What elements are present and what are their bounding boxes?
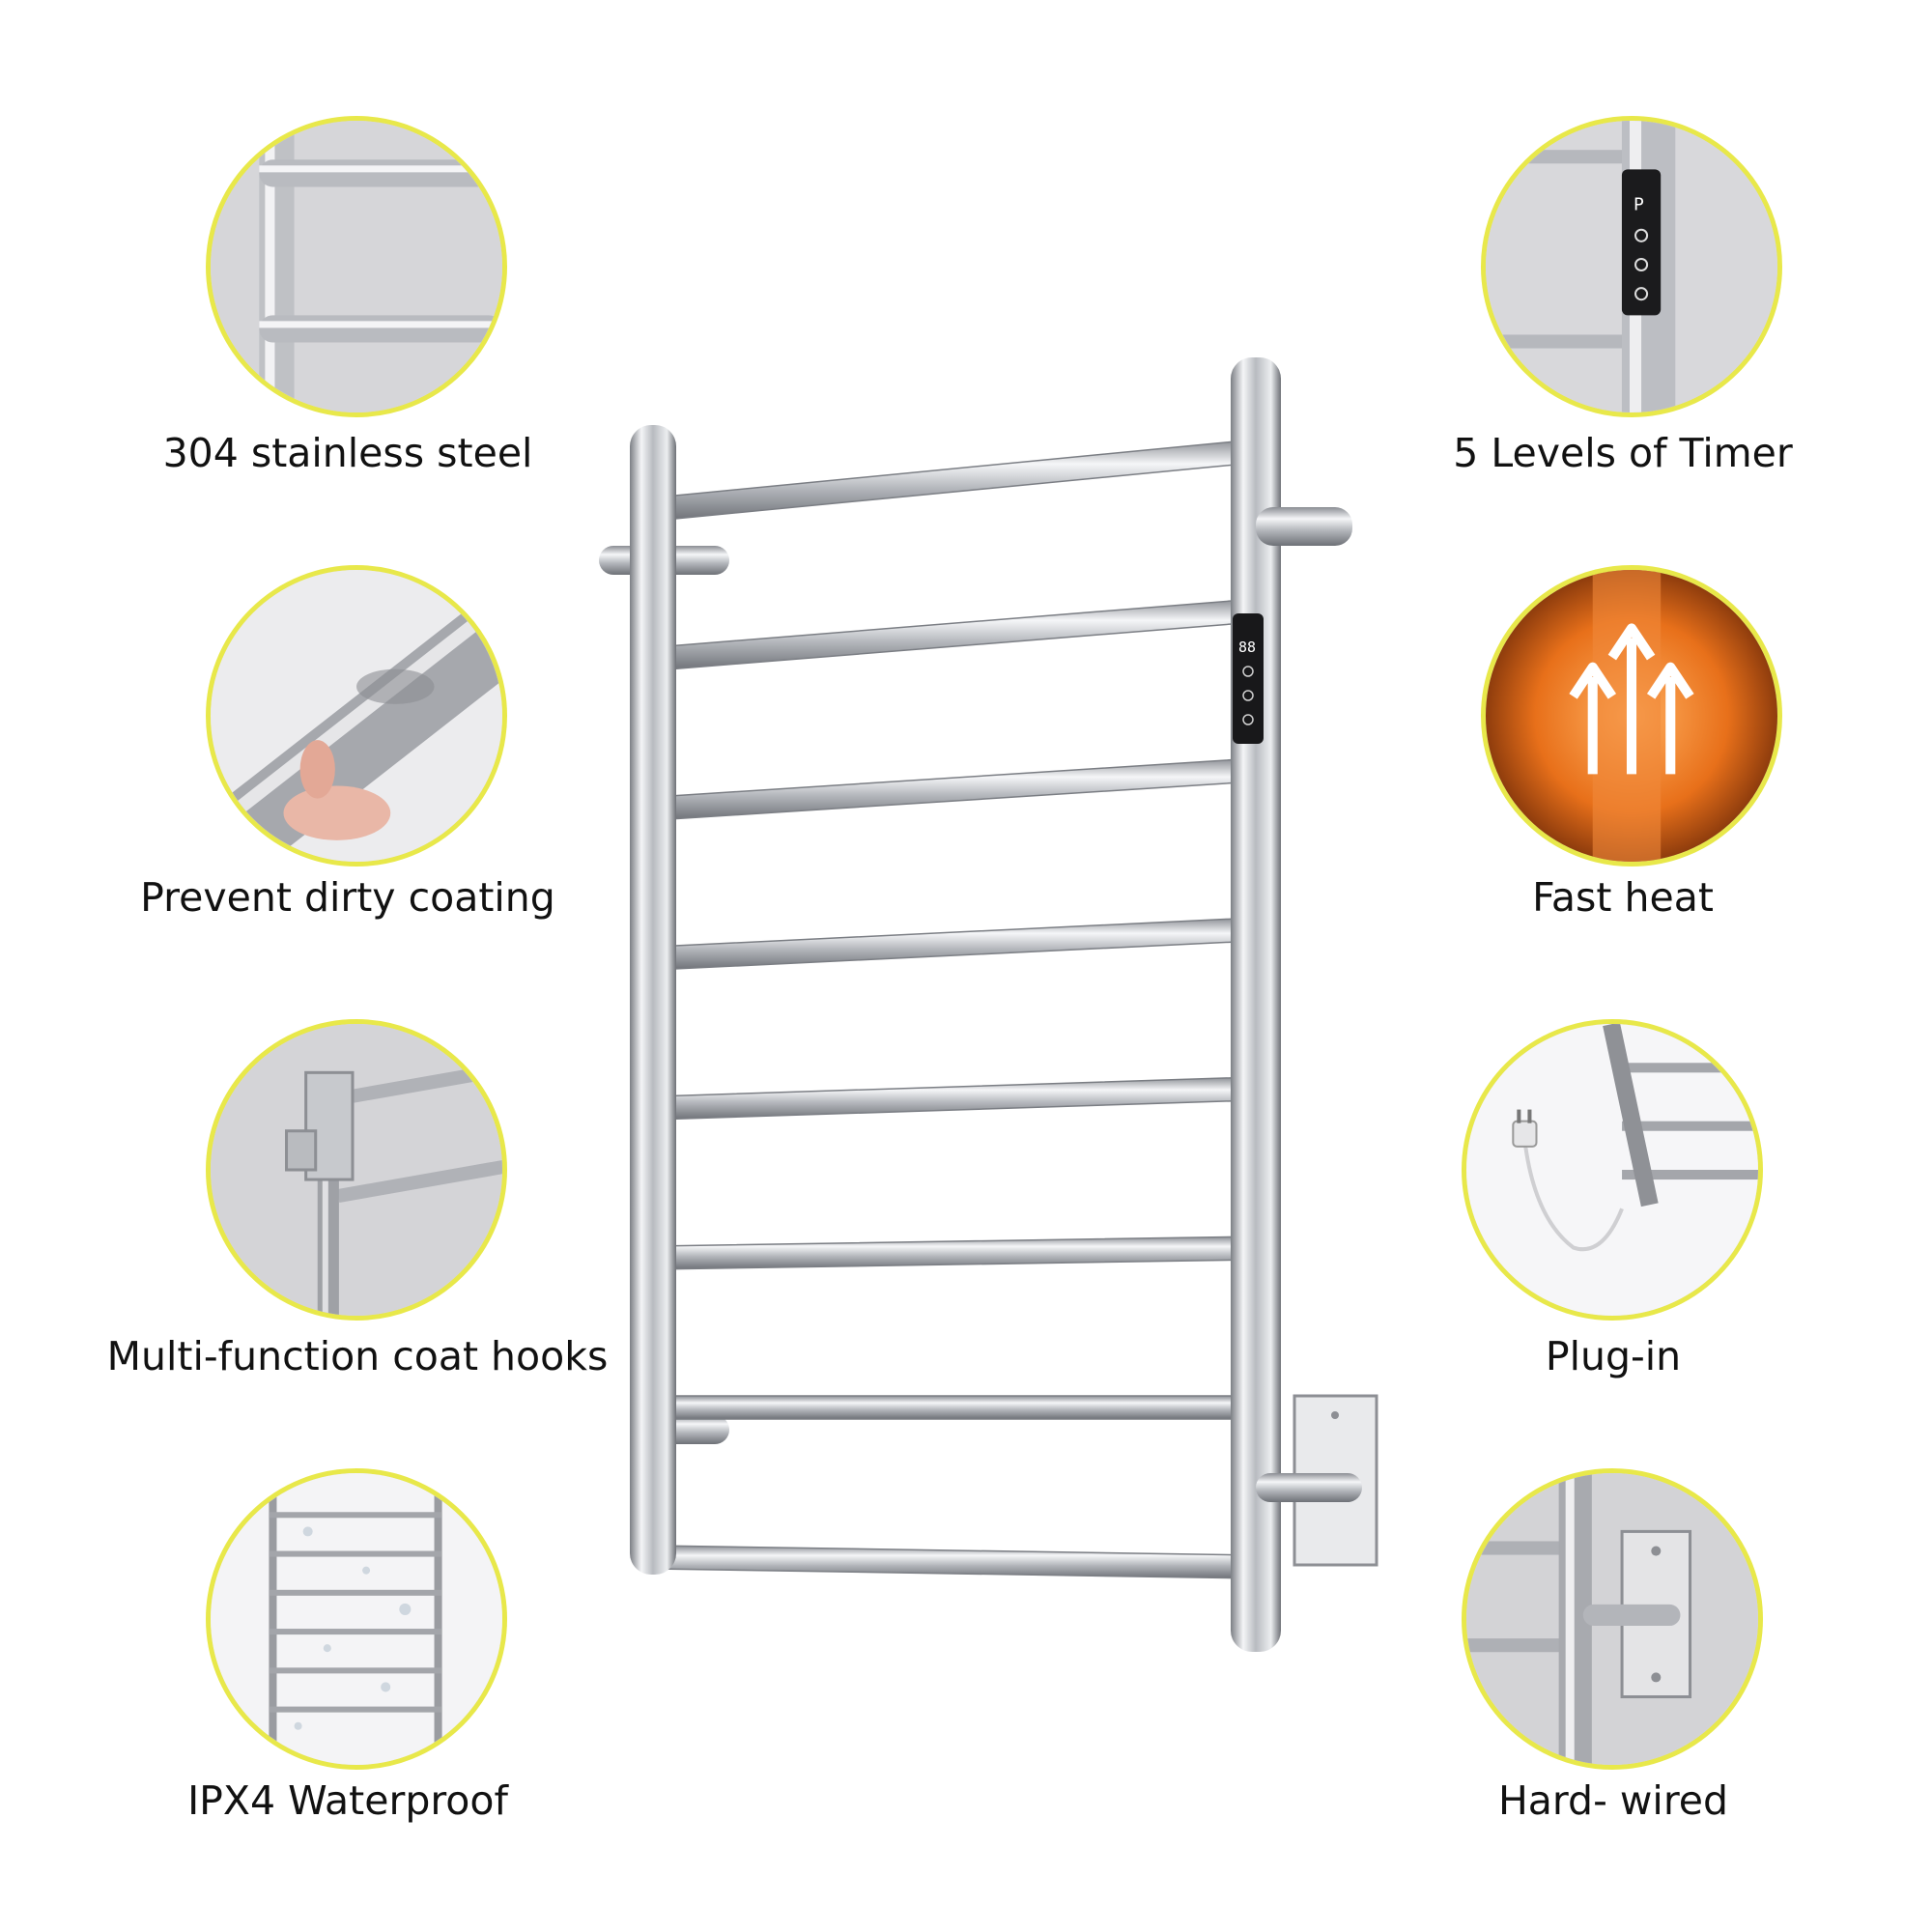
steel-ladder-closeup-icon xyxy=(206,116,507,417)
upper-right-hook xyxy=(1256,507,1352,546)
left-post xyxy=(630,425,676,1575)
wall-bracket-icon xyxy=(1462,1468,1763,1770)
control-panel-icon: P xyxy=(1481,116,1782,417)
power-button[interactable] xyxy=(1242,714,1254,725)
feature-label: 5 Levels of Timer xyxy=(1453,430,1793,476)
heat-arrows-icon xyxy=(1481,565,1782,867)
feature-label: Fast heat xyxy=(1532,874,1714,921)
coat-hook-icon xyxy=(206,1019,507,1321)
rung xyxy=(654,1076,1257,1121)
control-panel xyxy=(1233,613,1264,744)
power-plug-icon xyxy=(1462,1019,1763,1321)
towel-warmer-product: 88 xyxy=(580,348,1401,1662)
rung xyxy=(654,439,1257,522)
feature-label: Prevent dirty coating xyxy=(140,874,555,921)
heat-button[interactable] xyxy=(1242,690,1254,701)
feature-label: IPX4 Waterproof xyxy=(187,1777,508,1824)
feature-label: 304 stainless steel xyxy=(162,430,533,476)
rung xyxy=(654,757,1257,821)
panel-display: 88 xyxy=(1238,639,1256,656)
finger-wipe-rail-icon xyxy=(206,565,507,867)
rung xyxy=(654,598,1257,671)
rung xyxy=(654,1545,1257,1579)
wall-mount-arm xyxy=(1256,1473,1362,1502)
rung xyxy=(654,1395,1257,1420)
rung xyxy=(654,917,1257,971)
water-droplets-rack-icon xyxy=(206,1468,507,1770)
feature-label: Plug-in xyxy=(1545,1333,1682,1379)
timer-button[interactable] xyxy=(1242,666,1254,677)
svg-text:P: P xyxy=(1634,195,1644,215)
right-post xyxy=(1231,357,1281,1652)
feature-label: Hard- wired xyxy=(1497,1777,1729,1824)
rung xyxy=(654,1236,1257,1270)
feature-label: Multi-function coat hooks xyxy=(106,1333,609,1379)
